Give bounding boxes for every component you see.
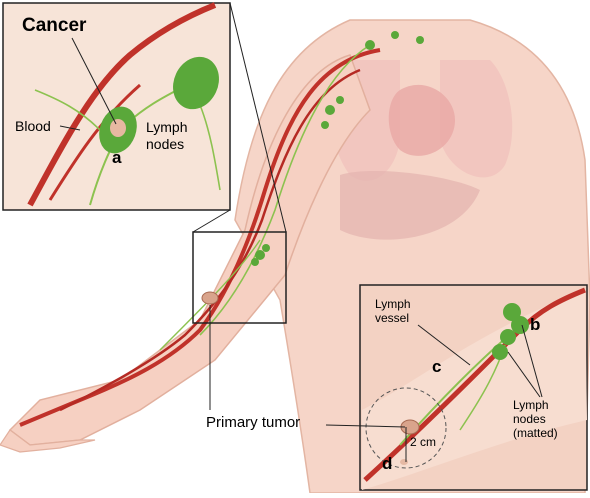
matted-nodes-label-line2: nodes — [513, 413, 546, 426]
axillary-node — [336, 96, 344, 104]
lymph-vessel-label-line2: vessel — [375, 312, 409, 325]
chest-node — [416, 36, 424, 44]
inset2-matted-node — [492, 344, 508, 360]
lymph-vessel-label-line1: Lymph — [375, 298, 411, 311]
cancer-label: Cancer — [22, 16, 86, 37]
axillary-node — [325, 105, 335, 115]
inset2-matted-node — [500, 329, 516, 345]
blood-label: Blood — [15, 119, 51, 134]
matted-nodes-label-line1: Lymph — [513, 399, 549, 412]
distance-label: 2 cm — [410, 436, 436, 449]
inset2-matted-node — [511, 316, 529, 334]
inset2-satellite — [400, 459, 408, 465]
inset-cancer-cells — [110, 119, 126, 137]
axillary-node — [251, 258, 259, 266]
chest-node — [391, 31, 399, 39]
lymph-nodes-top-label-line2: nodes — [146, 137, 184, 152]
primary-tumor-label: Primary tumor — [206, 415, 300, 432]
letter-a: a — [112, 149, 121, 168]
axillary-node — [321, 121, 329, 129]
axillary-node — [262, 244, 270, 252]
primary-tumor — [202, 292, 218, 304]
letter-c: c — [432, 358, 441, 377]
connector-line — [193, 210, 230, 232]
letter-d: d — [382, 455, 392, 474]
lymph-nodes-top-label-line1: Lymph — [146, 120, 188, 135]
chest-node — [365, 40, 375, 50]
letter-b: b — [530, 316, 540, 335]
matted-nodes-label-line3: (matted) — [513, 427, 558, 440]
